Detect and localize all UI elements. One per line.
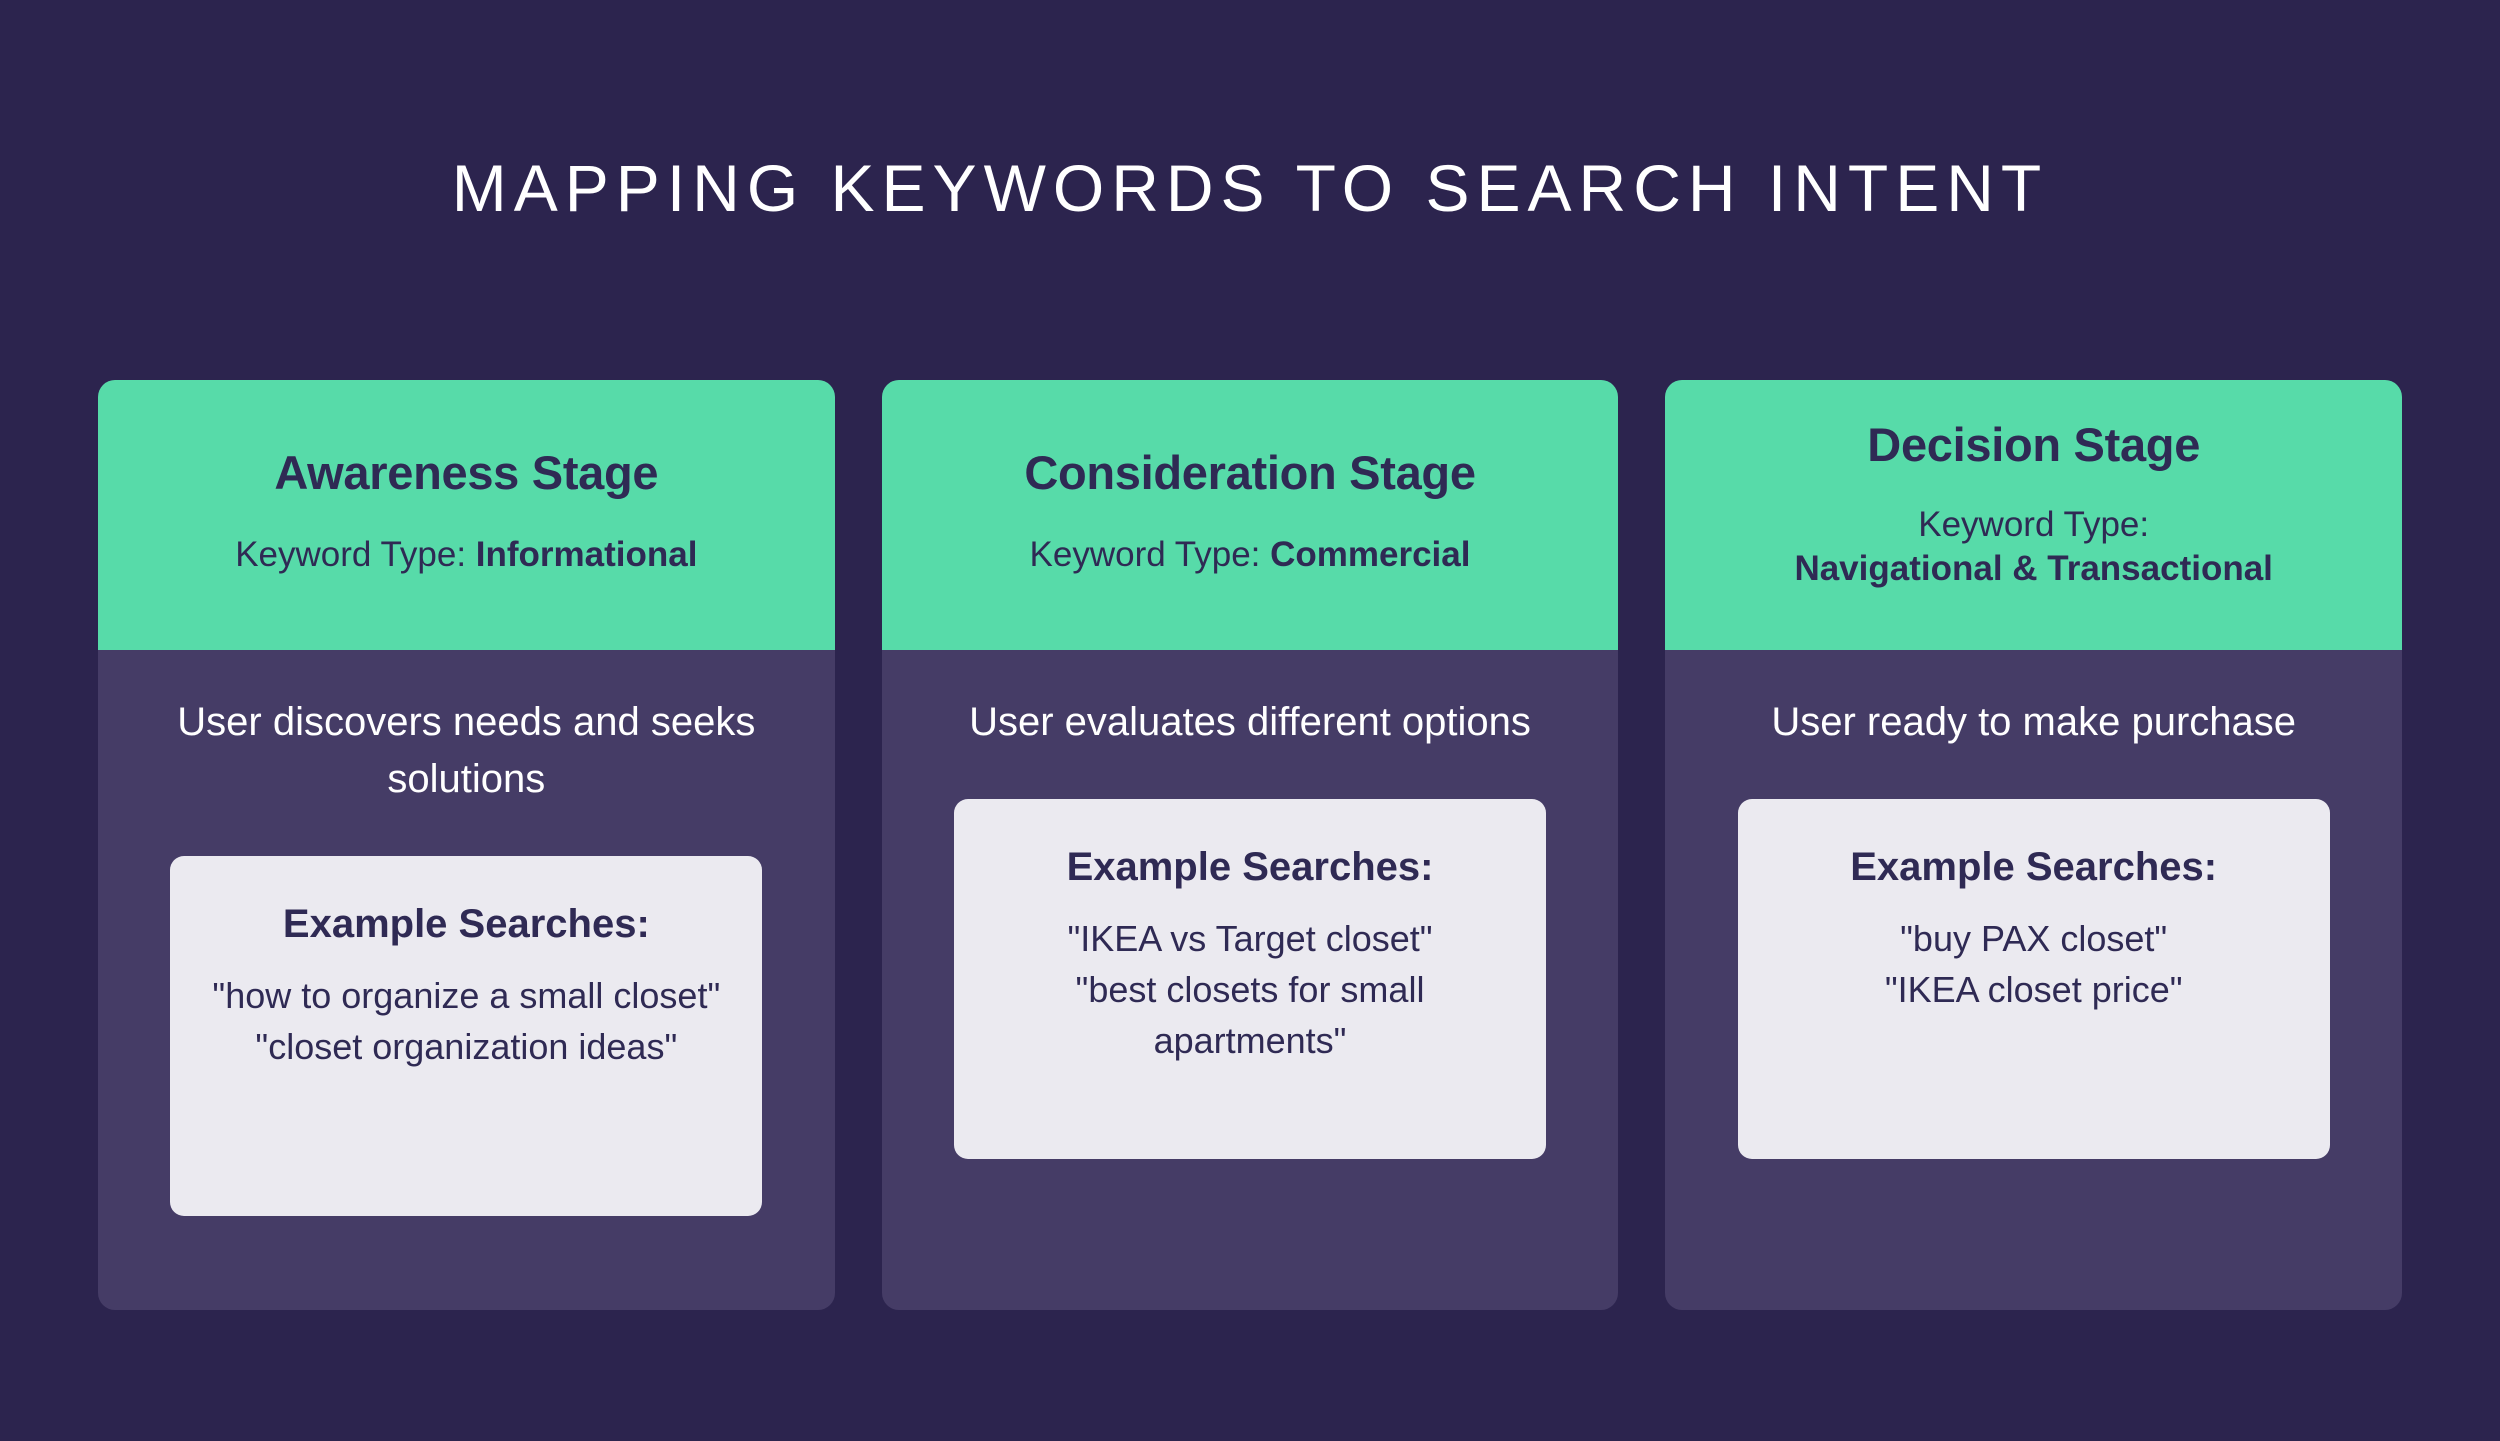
stage-card-consideration: Consideration Stage Keyword Type: Commer…: [881, 380, 1619, 1310]
keyword-type-label: Keyword Type:: [1918, 505, 2150, 545]
keyword-type-value: Navigational & Transactional: [1794, 548, 2273, 588]
stage-description: User discovers needs and seeks solutions: [177, 700, 756, 801]
card-header-awareness: Awareness Stage Keyword Type: Informatio…: [98, 380, 835, 650]
stage-card-awareness: Awareness Stage Keyword Type: Informatio…: [98, 380, 835, 1310]
keyword-type-value: Commercial: [1270, 534, 1471, 574]
card-body-decision: User ready to make purchase Example Sear…: [1665, 650, 2402, 1310]
example-searches-heading: Example Searches:: [1850, 844, 2218, 889]
example-searches-heading: Example Searches:: [282, 901, 650, 946]
card-body-awareness: User discovers needs and seeks solutions…: [98, 650, 835, 1310]
example-query: "IKEA closet price": [1884, 968, 2183, 1010]
card-body-consideration: User evaluates different options Example…: [882, 650, 1619, 1310]
keyword-type-line: Keyword Type: Commercial: [1030, 533, 1471, 576]
stage-title: Awareness Stage: [274, 445, 659, 499]
keyword-type-value: Informational: [475, 534, 698, 574]
keyword-type-label: Keyword Type:: [235, 534, 476, 574]
card-header-decision: Decision Stage Keyword Type: Navigationa…: [1665, 380, 2403, 650]
keyword-type-line: Keyword Type: Navigational & Transaction…: [1794, 503, 2272, 590]
example-query: "best closets for small apartments": [1075, 968, 1425, 1062]
example-searches-box: Example Searches: "how to organize a sma…: [170, 855, 763, 1216]
keyword-type-label: Keyword Type:: [1029, 534, 1271, 574]
example-query: "closet organization ideas": [255, 1025, 678, 1067]
stage-card-row: Awareness Stage Keyword Type: Informatio…: [98, 380, 2403, 1310]
stage-card-decision: Decision Stage Keyword Type: Navigationa…: [1665, 380, 2403, 1310]
example-query: "buy PAX closet": [1900, 917, 2168, 959]
stage-title: Consideration Stage: [1024, 445, 1476, 499]
example-searches-box: Example Searches: "IKEA vs Target closet…: [954, 798, 1546, 1159]
example-searches-heading: Example Searches:: [1066, 844, 1434, 889]
keyword-type-line: Keyword Type: Informational: [235, 533, 697, 576]
page-title: MAPPING KEYWORDS TO SEARCH INTENT: [451, 151, 2049, 225]
example-query: "how to organize a small closet": [212, 974, 721, 1016]
example-searches-box: Example Searches: "buy PAX closet" "IKEA…: [1737, 798, 2330, 1159]
stage-description: User ready to make purchase: [1771, 700, 2297, 744]
stage-title: Decision Stage: [1867, 418, 2201, 471]
example-query: "IKEA vs Target closet": [1067, 917, 1433, 959]
stage-description: User evaluates different options: [969, 700, 1531, 744]
card-header-consideration: Consideration Stage Keyword Type: Commer…: [881, 380, 1619, 650]
